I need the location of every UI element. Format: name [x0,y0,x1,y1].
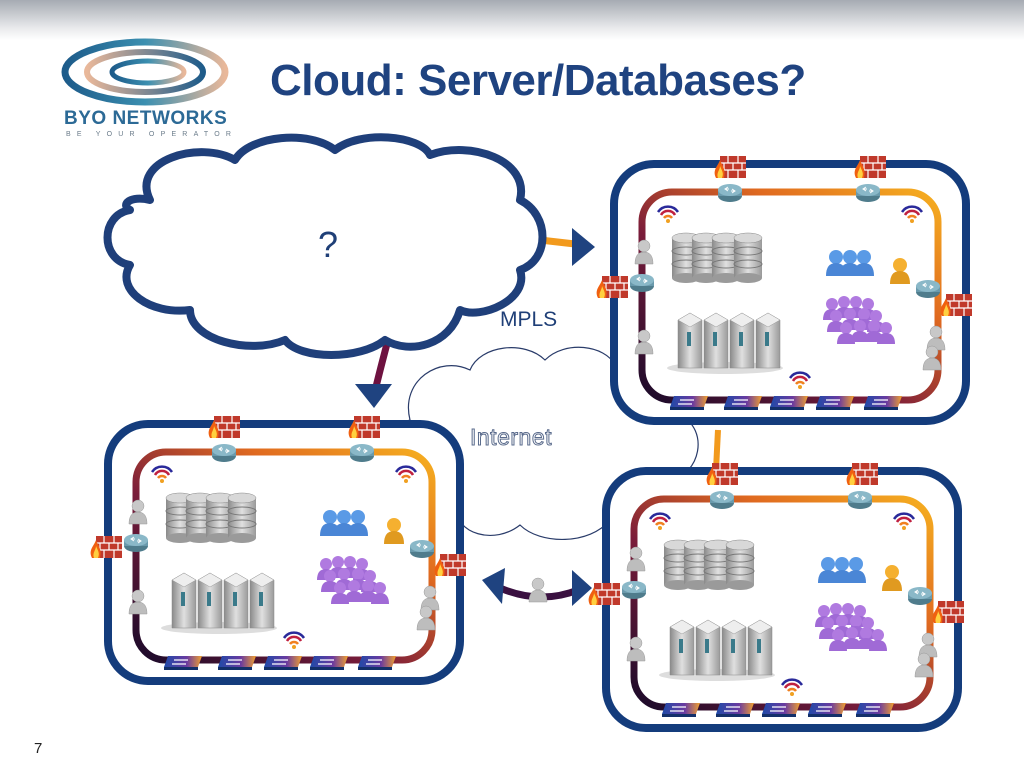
cloud-down-arrow-icon [355,384,392,408]
main-cloud [103,133,547,359]
mpls-arrow-icon [572,228,595,266]
peer-arrow-left-icon [482,568,505,604]
slide-title: Cloud: Server/Databases? [270,56,806,105]
internet-cloud-label: Internet [470,424,553,451]
peer-workstation-icon [528,577,548,603]
logo-tagline: BE YOUR OPERATOR [66,131,238,138]
slide-header-gradient [0,0,1024,40]
logo-wordmark: BYO NETWORKS [64,108,228,129]
site-bottom-right [589,463,964,728]
site-top-right [597,156,972,421]
site-bottom-left [91,416,466,681]
peer-arrow-right-icon [572,570,592,606]
byo-logo-icon [61,38,229,106]
mpls-label: MPLS [500,308,558,331]
main-cloud-label: ? [318,224,339,265]
page-number: 7 [34,740,43,757]
